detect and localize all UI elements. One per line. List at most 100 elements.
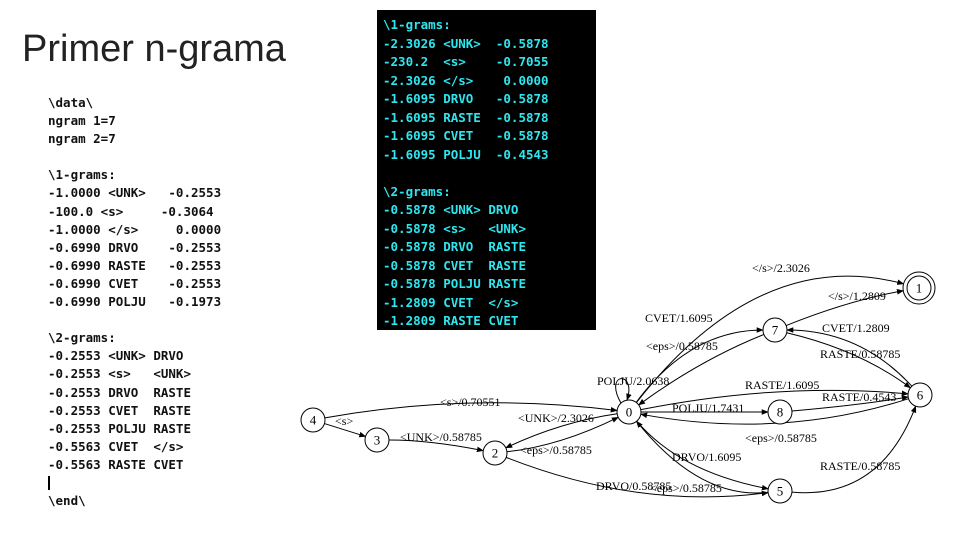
arpa-ln-line: -1.6095 CVET -0.5878 [383, 128, 549, 143]
state-2: 2 [482, 440, 508, 466]
arpa-ln-listing: \1-grams: -2.3026 <UNK> -0.5878 -230.2 <s>… [383, 16, 596, 331]
svg-text:2: 2 [492, 446, 499, 461]
transition-0-1 [636, 275, 905, 403]
transition-2-0 [506, 416, 619, 453]
arpa-ln-line: -2.3026 <UNK> -0.5878 [383, 35, 549, 51]
transition-label-6-7: CVET/1.2809 [822, 321, 890, 335]
wfst-edges: <s>/0.70551 <s> <UNK>/0.58785 <UNK>/2.3026 <… [324, 261, 917, 498]
arpa-log10-line: \2-grams: [48, 330, 116, 346]
arpa-log10-line: ngram 1=7 [48, 113, 116, 129]
arpa-log10-line: -0.6990 CVET -0.2553 [48, 275, 222, 291]
transition-label-8-6: RASTE/0.4543 [822, 390, 896, 404]
transition-label-4-0: <s>/0.70551 [440, 395, 501, 409]
slide-title: Primer n-grama [22, 28, 286, 70]
transition-label-5-0: <eps>/0.58785 [650, 481, 722, 495]
arpa-log10-line: -0.5563 CVET </s> [48, 438, 184, 454]
svg-text:0: 0 [626, 405, 633, 420]
transition-label-4-3: <s> [335, 414, 353, 428]
arpa-log10-line: -0.2553 <s> <UNK> [48, 366, 191, 382]
text-cursor [48, 474, 221, 492]
svg-text:4: 4 [310, 413, 317, 428]
transition-label-0-7: CVET/1.6095 [645, 311, 713, 325]
state-0: 0 [616, 399, 642, 425]
transition-label-0-2: <UNK>/2.3026 [518, 411, 594, 425]
arpa-log10-line: -1.0000 </s> 0.0000 [48, 221, 222, 237]
arpa-log10-line: -0.2553 CVET RASTE [48, 402, 191, 418]
arpa-log10-line: \1-grams: [48, 167, 116, 183]
transition-label-7-1: </s>/1.2809 [828, 289, 886, 303]
arpa-ln-line: -2.3026 </s> 0.0000 [383, 72, 549, 88]
state-1: 1 [902, 271, 936, 305]
transition-5-0 [636, 420, 769, 494]
transition-0-2 [505, 413, 618, 449]
transition-label-0-1: </s>/2.3026 [752, 261, 810, 275]
transition-4-0 [324, 402, 618, 419]
state-5: 5 [767, 478, 793, 504]
arpa-log10-line: ngram 2=7 [48, 131, 116, 147]
transition-7-0 [638, 333, 765, 406]
transition-label-6-0: <eps>/0.58785 [745, 431, 817, 445]
transition-label-0-8: POLJU/1.7431 [672, 401, 744, 415]
arpa-log10-line: -0.6990 DRVO -0.2553 [48, 239, 222, 255]
svg-text:3: 3 [374, 433, 381, 448]
wfst-states: 0 1 2 3 4 5 6 7 8 [300, 271, 936, 504]
transition-label-2-5: DRVO/0.58785 [596, 479, 671, 493]
transition-2-5 [505, 456, 769, 498]
transition-label-3-2: <UNK>/0.58785 [400, 430, 482, 444]
svg-text:7: 7 [772, 323, 779, 338]
transition-4-3 [324, 423, 367, 438]
state-8: 8 [767, 399, 793, 425]
state-4: 4 [300, 407, 326, 433]
transition-0-6 [640, 389, 909, 411]
transition-label-0-5: DRVO/1.6095 [672, 450, 741, 464]
transition-3-2 [388, 439, 484, 453]
transition-6-7 [786, 327, 913, 387]
arpa-ln-line: -0.5878 <UNK> DRVO [383, 202, 519, 217]
arpa-ln-line: -1.6095 RASTE -0.5878 [383, 109, 549, 125]
arpa-log10-line: -0.2553 POLJU RASTE [48, 420, 191, 436]
arpa-log10-lines: \data\ ngram 1=7 ngram 2=7 \1-grams: -1.000… [48, 94, 221, 474]
arpa-log10-line: -0.5563 RASTE CVET [48, 456, 184, 472]
arpa-ln-line: -0.5878 CVET RASTE [383, 257, 526, 273]
arpa-log10-line: -1.0000 <UNK> -0.2553 [48, 185, 222, 201]
svg-text:8: 8 [777, 405, 784, 420]
arpa-log10-listing: \data\ ngram 1=7 ngram 2=7 \1-grams: -1.000… [48, 94, 221, 510]
arpa-log10-line: -0.6990 RASTE -0.2553 [48, 257, 222, 273]
transition-label-7-0: <eps>/0.58785 [646, 339, 718, 353]
state-3: 3 [364, 427, 390, 453]
arpa-ln-line: -1.6095 DRVO -0.5878 [383, 91, 549, 106]
transition-label-7-6: RASTE/0.58785 [820, 347, 900, 361]
transition-label-5-6: RASTE/0.58785 [820, 459, 900, 473]
svg-text:6: 6 [917, 388, 924, 403]
svg-text:5: 5 [777, 484, 784, 499]
state-7: 7 [762, 317, 788, 343]
arpa-log10-line: -0.2553 <UNK> DRVO [48, 348, 184, 364]
arpa-ln-line: -1.6095 POLJU -0.4543 [383, 146, 549, 162]
transition-7-6 [786, 332, 911, 389]
arpa-ln-line: -230.2 <s> -0.7055 [383, 54, 549, 69]
arpa-ln-line: \1-grams: [383, 17, 451, 32]
transition-label-2-0: <eps>/0.58785 [520, 443, 592, 457]
state-6: 6 [907, 382, 933, 408]
transition-0-7 [635, 327, 764, 403]
arpa-ln-line: -1.2809 CVET </s> [383, 294, 519, 310]
arpa-ln-line: -1.2809 RASTE CVET [383, 313, 519, 328]
arpa-log10-line: -0.6990 POLJU -0.1973 [48, 294, 222, 310]
transition-8-6 [791, 395, 909, 412]
svg-text:1: 1 [916, 281, 923, 296]
transition-label-0-6: RASTE/1.6095 [745, 378, 819, 392]
transition-0-5 [636, 420, 769, 491]
arpa-ln-line: -0.5878 DRVO RASTE [383, 239, 526, 254]
transition-7-1 [785, 289, 904, 327]
arpa-ln-line: -0.5878 <s> <UNK> [383, 220, 526, 236]
arpa-log10-line: -0.2553 DRVO RASTE [48, 384, 191, 400]
arpa-ln-line: -0.5878 POLJU RASTE [383, 276, 526, 291]
transition-5-6 [791, 405, 917, 494]
arpa-ln-panel: \1-grams: -2.3026 <UNK> -0.5878 -230.2 <s>… [377, 10, 596, 330]
arpa-log10-line: -100.0 <s> -0.3064 [48, 203, 214, 219]
arpa-ln-line: \2-grams: [383, 183, 451, 199]
transition-0-0 [615, 378, 632, 404]
arpa-log10-line: \data\ [48, 95, 94, 110]
arpa-end-marker: \end\ [48, 493, 86, 509]
